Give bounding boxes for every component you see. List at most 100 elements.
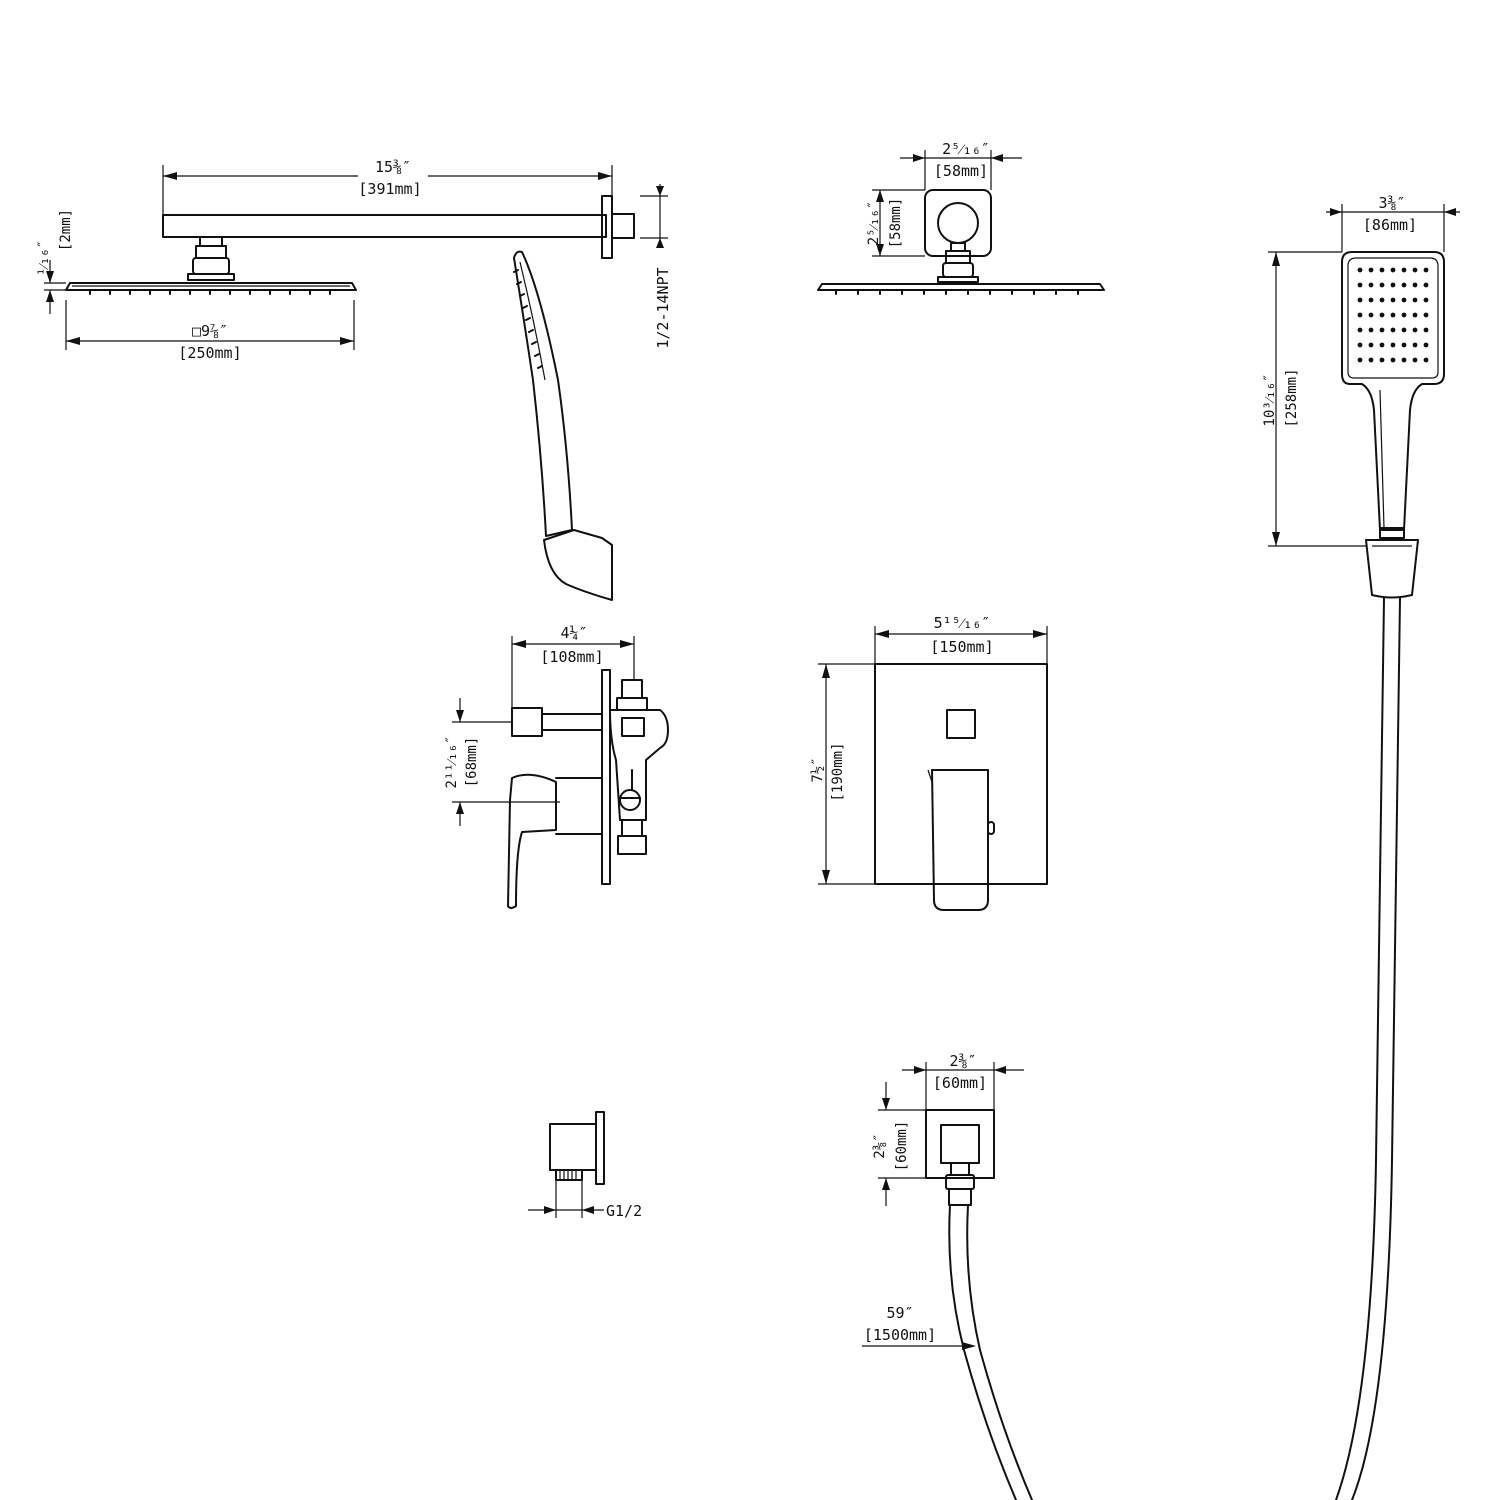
nozzle-dot	[1379, 267, 1385, 273]
elbow-outlet-front	[940, 1124, 980, 1164]
valve-lever-front	[931, 769, 989, 911]
nozzle-dot	[1390, 357, 1396, 363]
nozzle-dot	[1368, 357, 1374, 363]
nozzle-dot	[1368, 312, 1374, 318]
nozzle-dot	[1357, 357, 1363, 363]
nozzle-dot	[1357, 297, 1363, 303]
hand-shower-body-front	[1341, 251, 1445, 531]
arm-length-in-label: 15⅜″	[375, 158, 411, 176]
rain-head-nozzles	[89, 289, 331, 295]
nozzle-dot	[1390, 342, 1396, 348]
hand-shower-side-nozzles	[513, 269, 543, 369]
hose-left-outer	[948, 1204, 1017, 1500]
nozzle-dot	[1357, 327, 1363, 333]
flange-height-mm-label: [58mm]	[888, 198, 904, 249]
valve-trim-plate-side	[601, 669, 611, 885]
nozzle-dot	[1412, 327, 1418, 333]
hand-shower-side-view	[513, 250, 613, 601]
valve-top-port	[621, 679, 643, 699]
flange-height-in-label: 2⁵⁄₁₆″	[866, 201, 882, 245]
hose-left-inner	[966, 1204, 1033, 1500]
valve-side-view: 4¼″ [108mm] 2¹¹⁄₁₆″ [68mm]	[444, 624, 669, 909]
arm-flange-square	[924, 189, 992, 257]
nozzle-dot	[1390, 267, 1396, 273]
nozzle-dot	[1379, 357, 1385, 363]
outlet-thread-label: G1/2	[606, 1202, 642, 1220]
flange-width-mm-label: [58mm]	[934, 162, 988, 180]
nozzle-dot	[1357, 267, 1363, 273]
nozzle-dot	[1379, 327, 1385, 333]
nozzle-dot	[1412, 342, 1418, 348]
nozzle-dot	[1401, 282, 1407, 288]
valve-bottom-port	[621, 819, 643, 837]
flange-width-in-label: 2⁵⁄₁₆″	[942, 140, 990, 158]
nozzle-dot	[1412, 282, 1418, 288]
trim-height-in-label: 7½″	[810, 757, 826, 782]
nozzle-dot	[1379, 282, 1385, 288]
nozzle-dot	[1357, 312, 1363, 318]
valve-body	[609, 709, 669, 821]
hose-length-mm-label: [1500mm]	[864, 1326, 936, 1344]
wall-elbow-front-view: 2⅜″ [60mm] 2⅜″ [60mm] 59″ [1500mm]	[862, 1052, 1033, 1500]
nozzle-dot	[1379, 312, 1385, 318]
hose-right-outer	[1335, 597, 1385, 1500]
wall-elbow-side-view: G1/2	[528, 1111, 642, 1220]
nozzle-dot	[1390, 327, 1396, 333]
nozzle-dot	[1390, 282, 1396, 288]
elbow-height-mm-label: [60mm]	[894, 1121, 910, 1172]
diverter-button	[946, 709, 976, 739]
arm-flange-front-view: 2⁵⁄₁₆″ [58mm] 2⁵⁄₁₆″ [58mm]	[817, 140, 1105, 295]
nozzle-dot	[1368, 282, 1374, 288]
hand-shower-front-view: 3⅜″ [86mm] 10³⁄₁₆″ [258mm]	[1262, 194, 1460, 1500]
valve-offset-in-label: 2¹¹⁄₁₆″	[444, 736, 460, 789]
head-width-mm-label: [250mm]	[178, 344, 241, 362]
handheld-width-in-label: 3⅜″	[1378, 194, 1405, 212]
elbow-width-in-label: 2⅜″	[949, 1052, 976, 1070]
nozzle-dot	[1423, 282, 1429, 288]
nozzle-dot	[1423, 342, 1429, 348]
nozzle-dot	[1412, 297, 1418, 303]
nozzle-dot	[1423, 327, 1429, 333]
hand-shower-face	[1347, 257, 1439, 379]
head-thickness-in-label: ¹⁄₁₆″	[36, 240, 52, 276]
arm-length-mm-label: [391mm]	[358, 180, 421, 198]
arm-wall-nipple	[611, 213, 635, 239]
nozzle-dot	[1423, 267, 1429, 273]
handheld-length-in-label: 10³⁄₁₆″	[1262, 374, 1278, 427]
trim-plate-front-view: 5¹⁵⁄₁₆″ [150mm] 7½″ [190mm]	[810, 614, 1048, 911]
elbow-plate-side	[595, 1111, 605, 1185]
nozzle-dot	[1368, 297, 1374, 303]
nozzle-dot	[1390, 297, 1396, 303]
nozzle-dot	[1379, 342, 1385, 348]
nozzle-dot	[1401, 297, 1407, 303]
elbow-body-side	[549, 1123, 597, 1171]
valve-check-stop	[619, 789, 641, 811]
elbow-plate-front	[925, 1109, 995, 1179]
rain-head-arm-side-view: 15⅜″ [391mm] ¹⁄₁₆″ [2mm] □9⅞″ [250mm] 1/…	[36, 158, 672, 362]
elbow-height-in-label: 2⅜″	[872, 1133, 888, 1158]
valve-offset-mm-label: [68mm]	[464, 737, 480, 788]
nozzle-dot	[1368, 342, 1374, 348]
rain-head-front	[817, 283, 1105, 291]
hose-length-in-label: 59″	[886, 1304, 913, 1322]
trim-plate	[874, 663, 1048, 885]
rain-head-plate	[65, 282, 357, 291]
head-width-in-label: □9⅞″	[192, 322, 228, 340]
hand-shower-nozzle-grid	[1357, 267, 1429, 363]
nozzle-dot	[1412, 357, 1418, 363]
nozzle-dot	[1412, 312, 1418, 318]
trim-width-mm-label: [150mm]	[930, 638, 993, 656]
elbow-width-mm-label: [60mm]	[933, 1074, 987, 1092]
nozzle-dot	[1379, 297, 1385, 303]
shower-arm	[162, 214, 607, 238]
nozzle-dot	[1357, 342, 1363, 348]
nozzle-dot	[1390, 312, 1396, 318]
valve-handle-side	[507, 773, 557, 909]
thread-spec-label: 1/2-14NPT	[654, 267, 672, 348]
handheld-width-mm-label: [86mm]	[1363, 216, 1417, 234]
nozzle-dot	[1401, 342, 1407, 348]
nozzle-dot	[1368, 267, 1374, 273]
trim-width-in-label: 5¹⁵⁄₁₆″	[934, 614, 991, 632]
trim-height-mm-label: [190mm]	[830, 742, 846, 801]
